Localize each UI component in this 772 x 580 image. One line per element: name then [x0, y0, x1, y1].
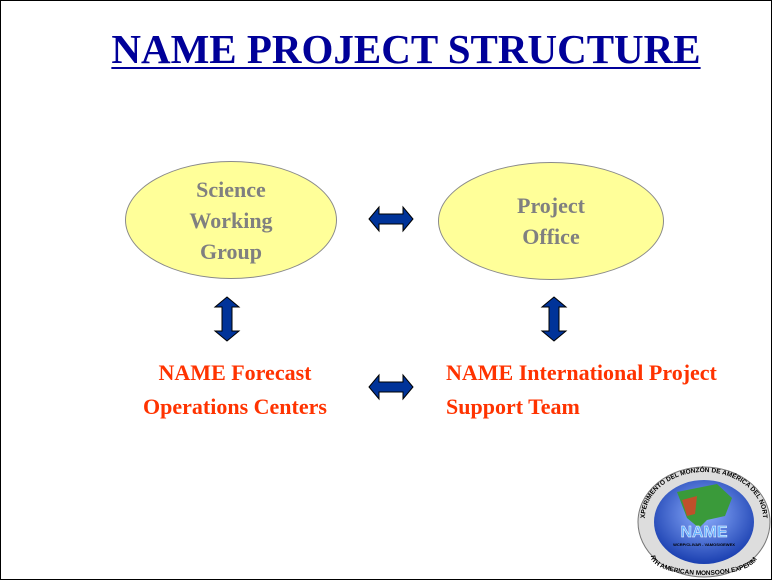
international-support-label: NAME International Project Support Team	[446, 356, 717, 424]
logo-sub-text: WCRP/CLIVAR - VAMOS/GEWEX	[673, 542, 735, 547]
po-line: Project	[517, 193, 585, 218]
swg-line: Working	[189, 207, 273, 233]
swg-line: Group	[200, 238, 262, 264]
logo-name-text: NAME	[680, 524, 727, 541]
name-logo: NAME WCRP/CLIVAR - VAMOS/GEWEX EXPERIMEN…	[637, 466, 771, 578]
horizontal-double-arrow-icon	[368, 373, 414, 401]
po-line: Office	[522, 224, 580, 249]
swg-line: Science	[196, 176, 266, 202]
fo-line: NAME Forecast	[158, 360, 312, 385]
project-office-ellipse: Project Office	[438, 162, 664, 280]
forecast-operations-label: NAME Forecast Operations Centers	[131, 356, 339, 424]
horizontal-double-arrow-icon	[368, 205, 414, 233]
science-working-group-ellipse: Science Working Group	[125, 161, 337, 279]
vertical-double-arrow-icon	[540, 296, 568, 342]
is-line: NAME International Project	[446, 360, 717, 385]
vertical-double-arrow-icon	[213, 296, 241, 342]
is-line: Support Team	[446, 394, 580, 419]
title-text: NAME PROJECT STRUCTURE	[111, 26, 701, 72]
slide-title: NAME PROJECT STRUCTURE	[1, 25, 771, 73]
fo-line: Operations Centers	[143, 394, 327, 419]
